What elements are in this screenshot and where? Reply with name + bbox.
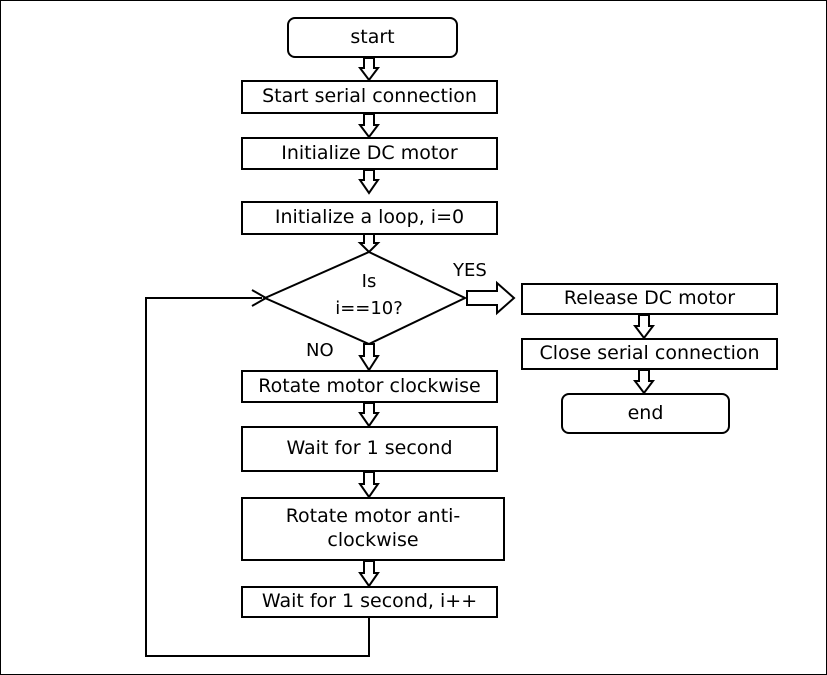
rotate-acw-line-2: clockwise (327, 529, 419, 551)
arrow-wait-to-rotate-acw (358, 471, 380, 499)
start-label: start (350, 25, 395, 48)
arrow-decision-to-release (466, 280, 516, 316)
decision-line-1: Is (361, 271, 377, 292)
init-loop-box: Initialize a loop, i=0 (241, 201, 498, 235)
close-serial-label: Close serial connection (539, 342, 760, 365)
arrow-start-to-serial (358, 57, 380, 82)
start-terminal: start (287, 17, 458, 58)
decision-line-2: i==10? (335, 298, 403, 320)
rotate-cw-box: Rotate motor clockwise (241, 370, 498, 403)
arrow-release-to-close (633, 314, 655, 340)
start-serial-label: Start serial connection (262, 85, 477, 108)
rotate-acw-box: Rotate motor anti- clockwise (241, 497, 505, 561)
wait-box: Wait for 1 second (241, 426, 498, 472)
arrow-close-to-end (633, 369, 655, 395)
wait-increment-label: Wait for 1 second, i++ (261, 590, 478, 613)
wait-increment-box: Wait for 1 second, i++ (241, 586, 498, 618)
loop-back-arrowhead (251, 289, 269, 307)
rotate-acw-line-1: Rotate motor anti- (285, 505, 461, 528)
init-motor-label: Initialize DC motor (281, 141, 458, 164)
arrow-decision-to-rotate-cw (358, 343, 380, 372)
release-motor-label: Release DC motor (563, 287, 736, 310)
wait-label: Wait for 1 second (286, 437, 453, 460)
decision-text: Is i==10? (314, 270, 424, 322)
init-motor-box: Initialize DC motor (241, 137, 498, 170)
release-motor-box: Release DC motor (521, 283, 778, 315)
rotate-cw-label: Rotate motor clockwise (258, 374, 481, 397)
yes-label: YES (453, 260, 487, 281)
arrow-motor-to-loop (358, 169, 380, 195)
no-label: NO (306, 340, 334, 361)
decision-diamond (262, 250, 468, 346)
arrow-serial-to-motor (358, 113, 380, 139)
end-label: end (627, 401, 664, 424)
arrow-rotate-cw-to-wait (358, 402, 380, 428)
init-loop-label: Initialize a loop, i=0 (274, 206, 465, 229)
close-serial-box: Close serial connection (521, 338, 778, 370)
arrow-rotate-acw-to-wait-inc (358, 560, 380, 588)
loop-back-line (145, 297, 370, 657)
arrow-loop-to-decision (357, 233, 381, 254)
end-terminal: end (561, 393, 730, 434)
start-serial-box: Start serial connection (241, 80, 498, 114)
